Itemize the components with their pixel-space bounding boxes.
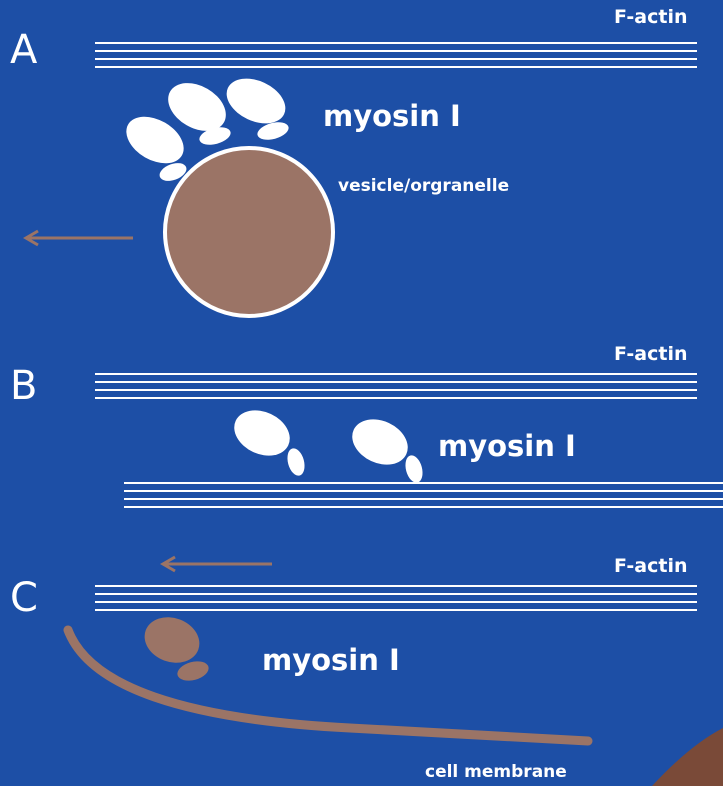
myosin-label-a: myosin I <box>323 102 461 131</box>
corner-cell-shape <box>652 728 723 786</box>
panel-c <box>68 586 723 786</box>
f-actin-label-c: F-actin <box>614 557 688 576</box>
myosin-head-c <box>138 610 211 684</box>
f-actin-filament-b-top <box>95 374 697 398</box>
myosin-head-b1 <box>227 402 297 465</box>
movement-arrow-b <box>163 557 272 571</box>
movement-arrow-a <box>26 231 133 245</box>
myosin-label-c: myosin I <box>262 646 400 675</box>
myosin-tail-b1 <box>285 446 308 477</box>
vesicle-label: vesicle/orgranelle <box>338 178 509 195</box>
myosin-heads-b <box>227 402 426 485</box>
panel-letter-c: C <box>10 578 38 618</box>
panel-letter-b: B <box>10 366 37 406</box>
panel-b <box>95 374 723 571</box>
panel-letter-a: A <box>10 30 37 70</box>
f-actin-label-b: F-actin <box>614 345 688 364</box>
f-actin-filament-a <box>95 43 697 67</box>
f-actin-label-a: F-actin <box>614 8 688 27</box>
cell-membrane-label: cell membrane <box>425 764 567 781</box>
vesicle-organelle <box>165 148 333 316</box>
myosin-label-b: myosin I <box>438 432 576 461</box>
myosin-head-b2 <box>345 411 415 474</box>
f-actin-filament-b-bottom <box>124 483 723 507</box>
myosin-tail-b2 <box>403 453 426 484</box>
f-actin-filament-c <box>95 586 697 610</box>
